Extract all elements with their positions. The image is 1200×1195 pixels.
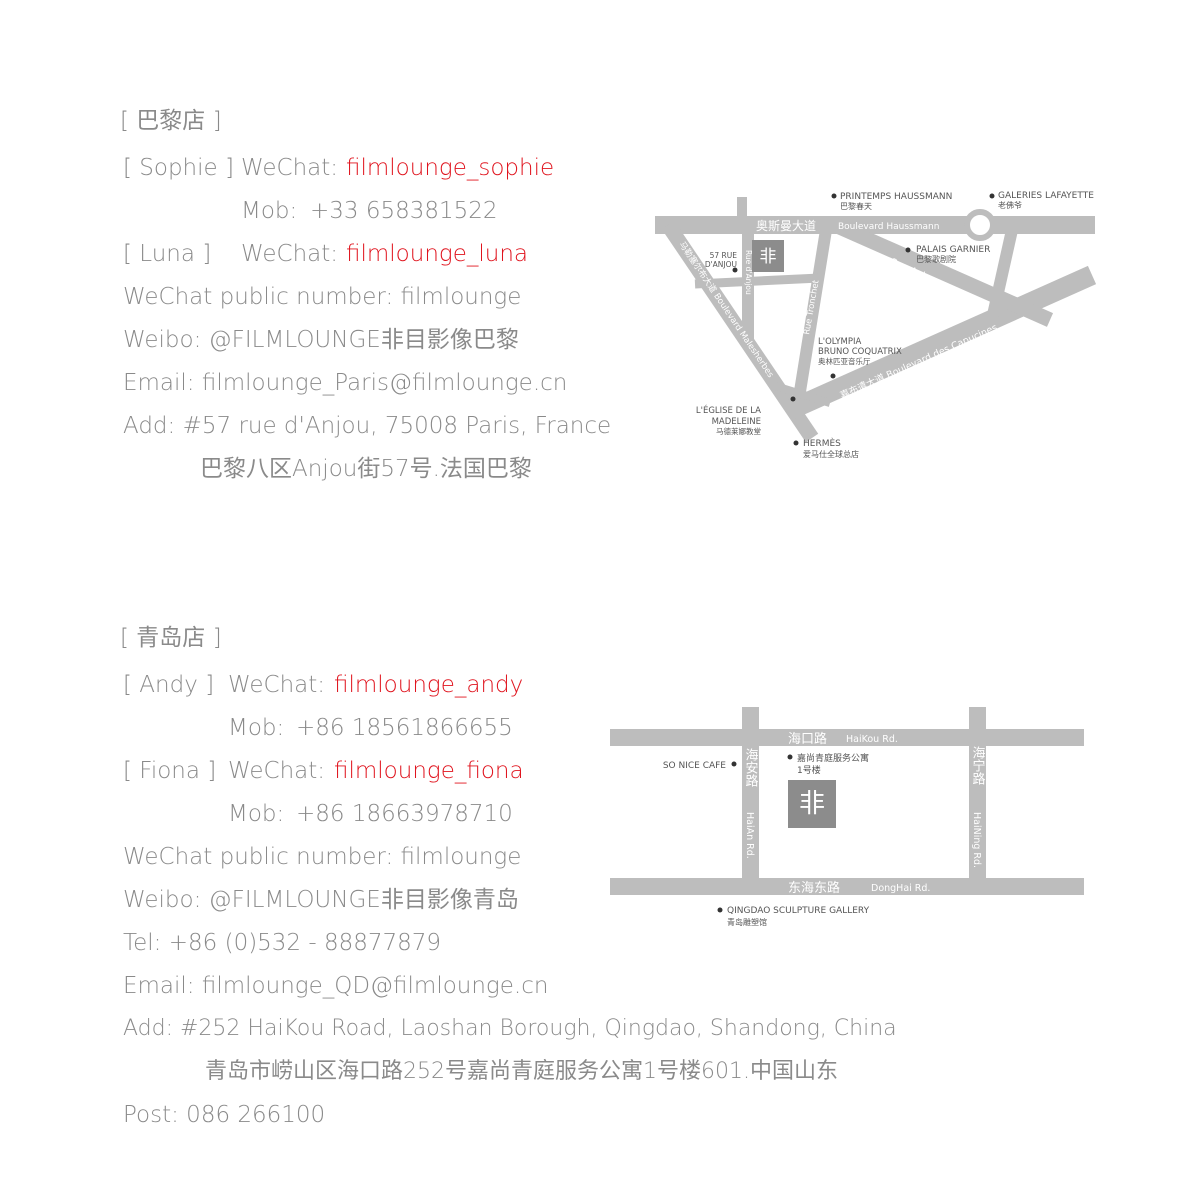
- andy-wechat-label: WeChat:: [228, 672, 326, 698]
- hermes-label: HERMÈS: [803, 437, 841, 449]
- sophie-wechat-id[interactable]: filmlounge_sophie: [346, 155, 555, 181]
- galeries-street: [987, 228, 1018, 317]
- donghai-cn-label: 东海东路: [788, 880, 840, 896]
- paris-heading: [ 巴黎店 ]: [120, 108, 222, 134]
- andy-tag: [ Andy ]: [123, 672, 215, 698]
- haussmann-cn-label: 奥斯曼大道: [756, 219, 816, 233]
- olympia-label-2: BRUNO COQUATRIX: [818, 347, 902, 357]
- anjou-street-label: Rue d'Anjou: [744, 250, 753, 295]
- location-dot-icon: [905, 247, 911, 253]
- building-label: 1号楼: [797, 764, 821, 776]
- cafe-label: SO NICE CAFE: [663, 761, 726, 771]
- fiona-mob-number[interactable]: +86 18663978710: [296, 801, 513, 827]
- olympia-label: L'OLYMPIA: [818, 337, 862, 347]
- paris-weibo[interactable]: Weibo: @FILMLOUNGE非目影像巴黎: [123, 327, 519, 353]
- garnier-label: PALAIS GARNIER: [916, 245, 990, 255]
- printemps-label: PRINTEMPS HAUSSMANN: [840, 192, 952, 202]
- andy-mob-label: Mob:: [228, 715, 285, 741]
- qingdao-weibo[interactable]: Weibo: @FILMLOUNGE非目影像青岛: [123, 887, 519, 913]
- paris-email[interactable]: Email: filmlounge_Paris@filmlounge.cn: [123, 370, 568, 396]
- rue-auber: [831, 218, 1054, 327]
- madeleine-label: L'ÉGLISE DE LA: [696, 404, 761, 416]
- haining-cn-label: 海宁路: [970, 746, 986, 785]
- apartment-label: 嘉尚青庭服务公寓: [797, 752, 869, 764]
- logo-glyph: 非: [760, 247, 777, 267]
- location-dot-icon: [793, 440, 799, 446]
- location-dot-icon: [717, 907, 723, 913]
- donghai-road: [610, 878, 1084, 895]
- paris-address-cn: 巴黎八区Anjou街57号.法国巴黎: [200, 456, 532, 482]
- haikou-label: HaiKou Rd.: [846, 734, 898, 745]
- filmlounge-logo-icon[interactable]: [752, 240, 784, 272]
- garnier-cn-label: 巴黎歌剧院: [916, 254, 956, 264]
- andy-mob-number[interactable]: +86 18561866655: [296, 715, 513, 741]
- galeries-cn-label: 老佛爷: [998, 200, 1022, 210]
- galeries-label: GALERIES LAFAYETTE: [998, 191, 1094, 201]
- gallery-cn-label: 青岛雕塑馆: [727, 917, 767, 927]
- printemps-cn-label: 巴黎春天: [840, 201, 872, 211]
- fiona-wechat-id[interactable]: filmlounge_fiona: [334, 758, 524, 784]
- qingdao-address-cn: 青岛市崂山区海口路252号嘉尚青庭服务公寓1号楼601.中国山东: [205, 1059, 838, 1084]
- tronchet-label: Rue Tronchet: [802, 279, 822, 336]
- madeleine-label-2: MADELEINE: [712, 417, 761, 427]
- location-dot-icon: [830, 373, 836, 379]
- location-dot-icon: [831, 193, 837, 199]
- paris-address: Add: #57 rue d'Anjou, 75008 Paris, Franc…: [123, 413, 612, 439]
- filmlounge-logo-icon[interactable]: [788, 780, 836, 828]
- paris-public-number: WeChat public number: filmlounge: [123, 284, 522, 310]
- haian-road: [742, 707, 759, 895]
- qingdao-post: Post: 086 266100: [123, 1102, 326, 1128]
- haian-label: HaiAn Rd.: [744, 812, 755, 859]
- location-dot-icon: [732, 267, 738, 273]
- fiona-mob-label: Mob:: [228, 801, 285, 827]
- sophie-mob-number[interactable]: +33 658381522: [310, 198, 498, 224]
- location-dot-icon: [790, 396, 796, 402]
- qingdao-address: Add: #252 HaiKou Road, Laoshan Borough, …: [123, 1016, 897, 1041]
- anjou-57b-label: D'ANJOU: [705, 260, 737, 269]
- rue-tronchet: [791, 229, 832, 411]
- qingdao-heading: [ 青岛店 ]: [120, 625, 222, 651]
- fiona-wechat-label: WeChat:: [228, 758, 326, 784]
- location-dot-icon: [787, 754, 793, 760]
- luna-wechat-id[interactable]: filmlounge_luna: [346, 241, 528, 267]
- haining-road: [969, 707, 986, 895]
- sophie-wechat-label: WeChat:: [241, 155, 339, 181]
- auber-label: Rue Auber: [889, 257, 939, 287]
- haikou-cn-label: 海口路: [788, 731, 827, 747]
- fiona-tag: [ Fiona ]: [123, 758, 217, 784]
- madeleine-triangle: [770, 381, 832, 407]
- capucines-label: 嘉布遣大道 Boulevard des Capucines: [838, 321, 999, 401]
- boulevard-capucines: [785, 265, 1097, 420]
- qingdao-email[interactable]: Email: filmlounge_QD@filmlounge.cn: [123, 973, 549, 999]
- sophie-tag: [ Sophie ]: [123, 155, 234, 181]
- logo-glyph: 非: [799, 789, 825, 819]
- location-dot-icon: [989, 193, 995, 199]
- luna-wechat-label: WeChat:: [241, 241, 339, 267]
- haian-cn-label: 海安路: [743, 748, 759, 787]
- roundabout: [964, 209, 996, 241]
- gallery-label: QINGDAO SCULPTURE GALLERY: [727, 906, 870, 916]
- donghai-label: DongHai Rd.: [871, 883, 930, 894]
- cross-street: [694, 273, 821, 289]
- qingdao-tel[interactable]: Tel: +86 (0)532 - 88877879: [123, 930, 442, 956]
- hermes-cn-label: 爱马仕全球总店: [803, 449, 859, 459]
- luna-tag: [ Luna ]: [123, 241, 212, 267]
- olympia-cn-label: 奥林匹亚音乐厅: [818, 356, 871, 366]
- andy-wechat-id[interactable]: filmlounge_andy: [334, 672, 524, 698]
- boulevard-malesherbes: [661, 220, 819, 443]
- anjou-57-label: 57 RUE: [710, 251, 738, 260]
- qingdao-public-number: WeChat public number: filmlounge: [123, 844, 522, 870]
- haussmann-label: Boulevard Haussmann: [838, 222, 939, 232]
- malesherbes-label: 马勒塞尔布大道 Boulevard Malesherbes: [677, 240, 777, 381]
- location-dot-icon: [731, 761, 737, 767]
- sophie-mob-label: Mob:: [241, 198, 298, 224]
- haining-label: HaiNing Rd.: [971, 812, 982, 868]
- madeleine-cn-label: 马德莱娜教堂: [716, 426, 761, 436]
- haikou-road: [610, 729, 1084, 746]
